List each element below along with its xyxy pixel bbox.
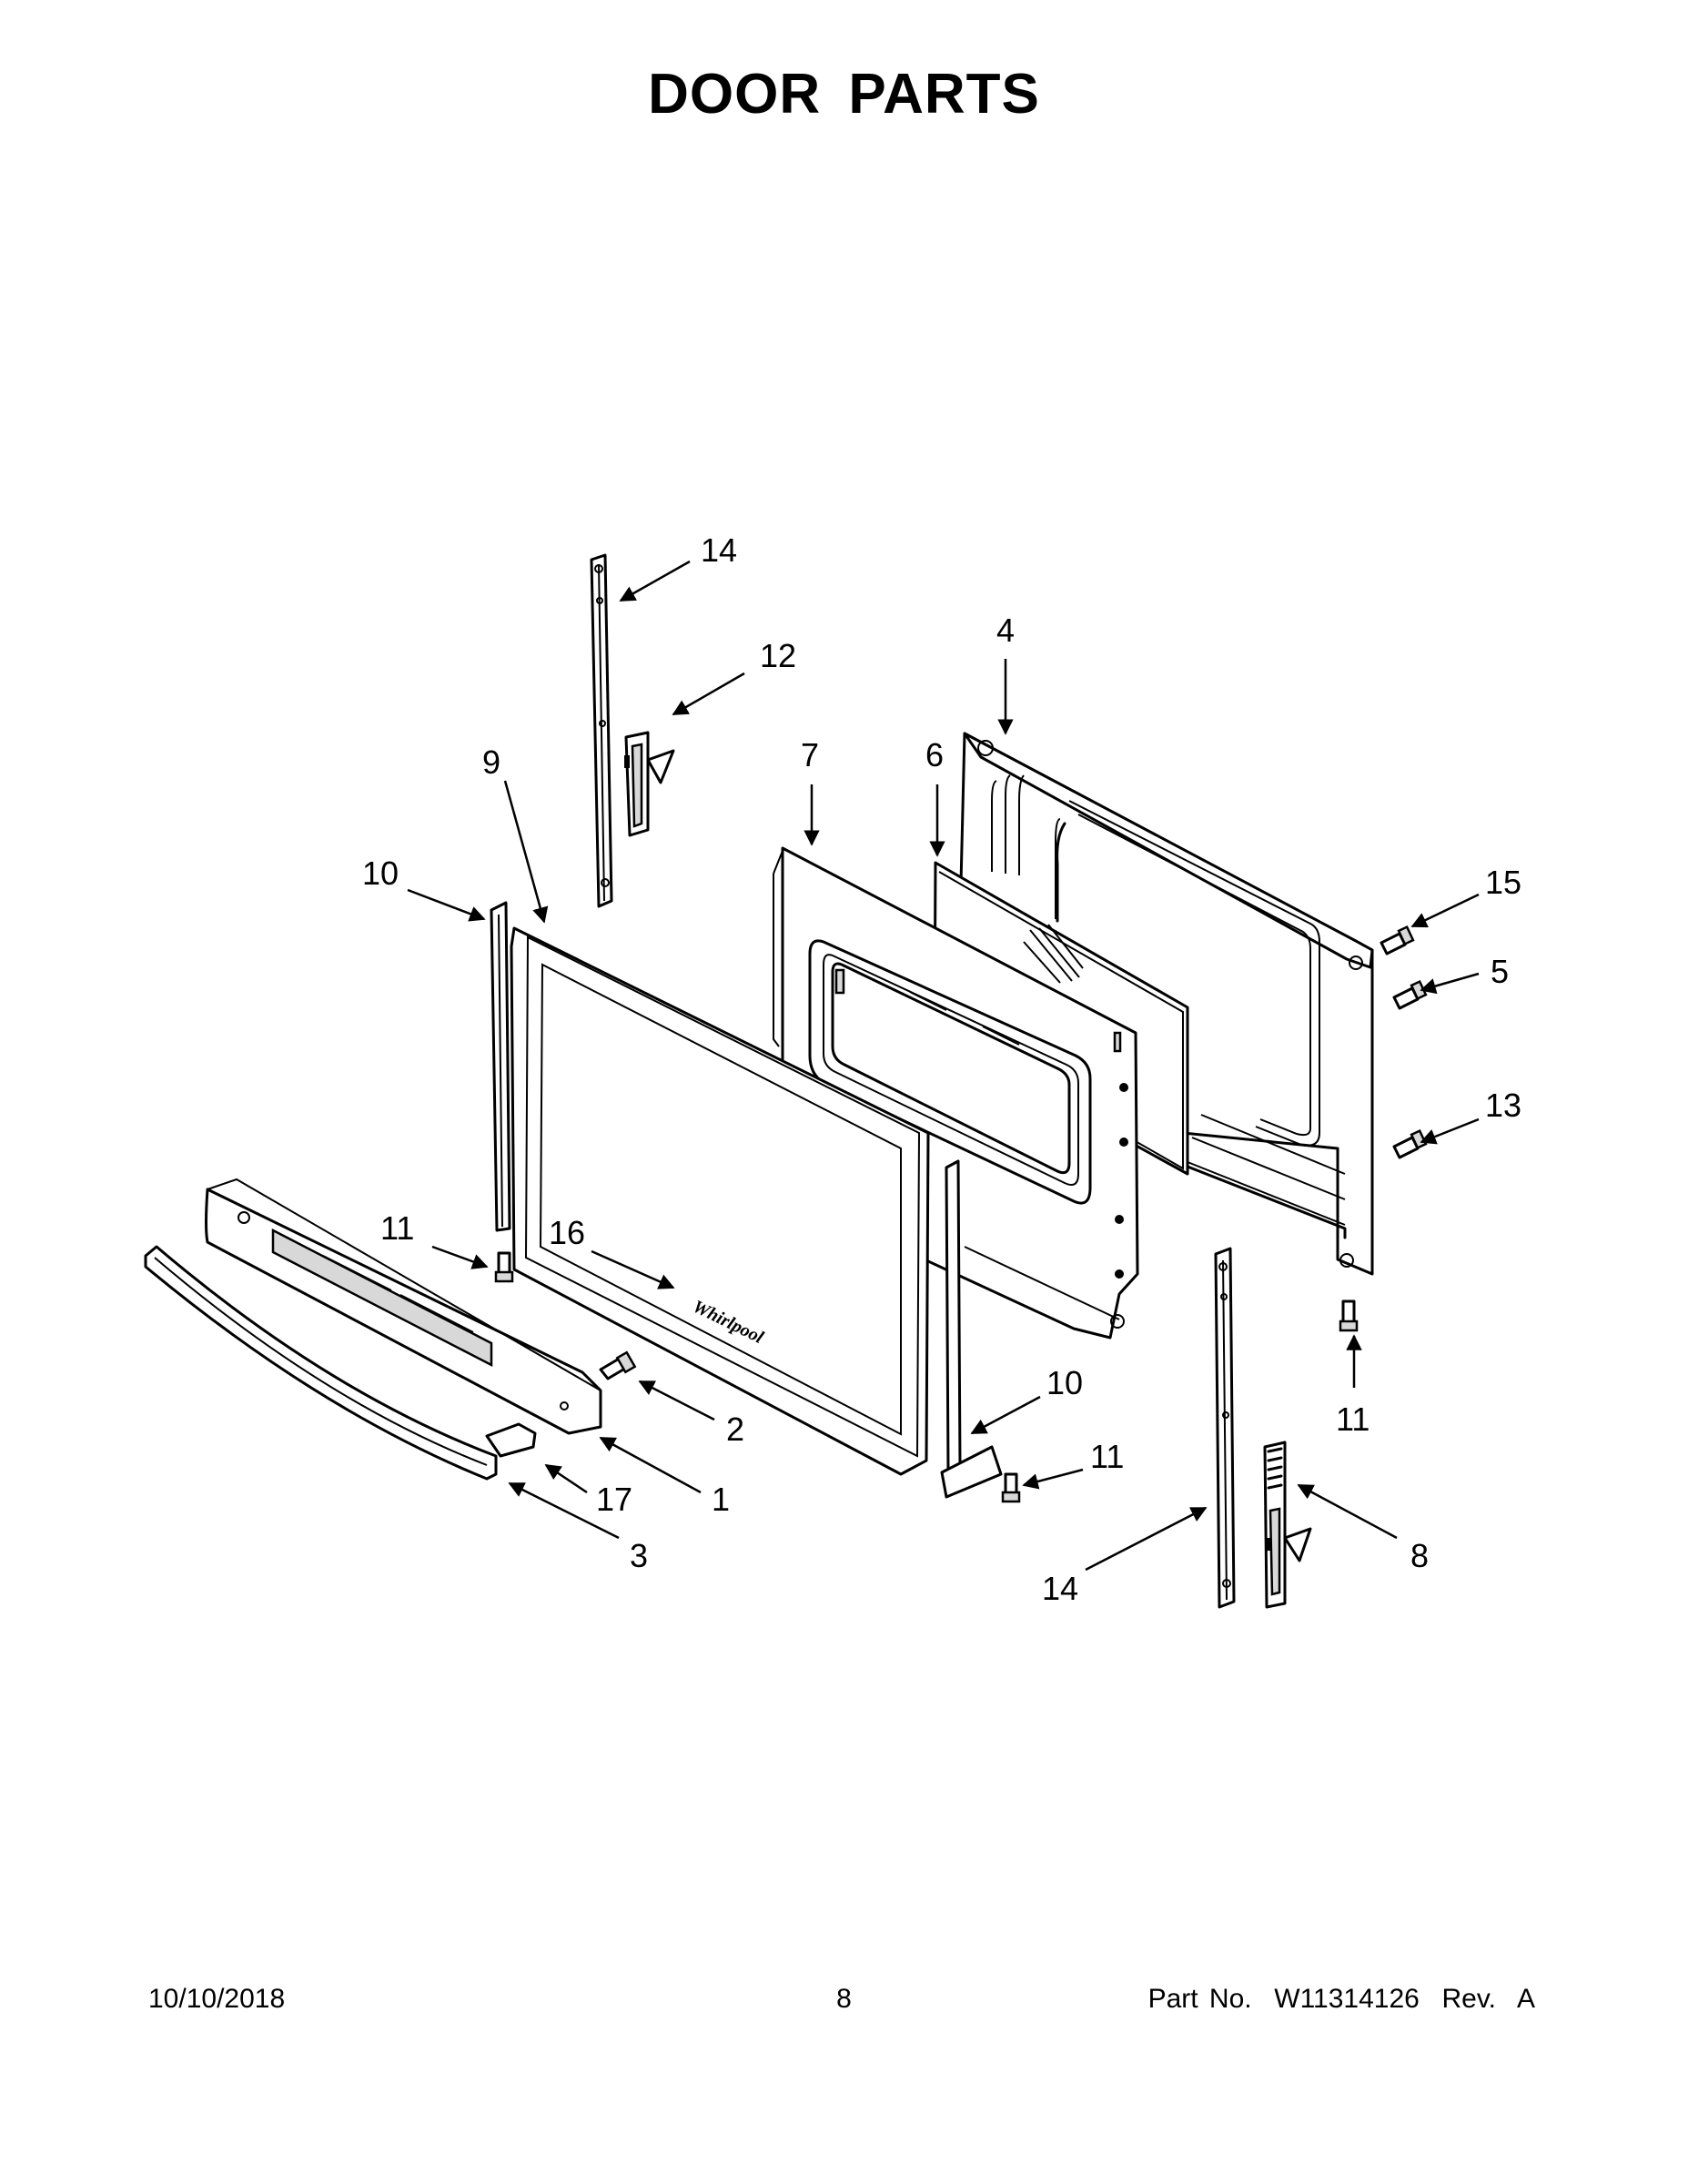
label-15: 15 bbox=[1485, 864, 1521, 901]
part-14-upper-hinge-channel bbox=[590, 553, 613, 908]
footer-part-number: Part No. W11314126 Rev. A bbox=[1147, 1984, 1535, 2014]
part-1-control-panel bbox=[205, 1178, 602, 1435]
part-12-hinge bbox=[624, 731, 675, 837]
part-15-screw bbox=[1380, 925, 1415, 956]
label-3: 3 bbox=[630, 1537, 648, 1574]
label-8: 8 bbox=[1410, 1537, 1429, 1574]
label-10-right: 10 bbox=[1046, 1364, 1083, 1401]
label-7: 7 bbox=[801, 736, 819, 774]
label-11-left: 11 bbox=[380, 1209, 414, 1247]
part-5-screw bbox=[1392, 979, 1428, 1010]
label-9: 9 bbox=[482, 743, 500, 781]
label-16: 16 bbox=[549, 1214, 585, 1251]
part-10-left-side-trim bbox=[490, 901, 511, 1232]
part-11-screw-right bbox=[1339, 1299, 1359, 1332]
part-9-outer-front-panel: Whirlpool bbox=[510, 926, 930, 1476]
page-title: DOOR PARTS bbox=[648, 63, 1040, 126]
footer-date: 10/10/2018 bbox=[148, 1984, 286, 2014]
part-13-screw bbox=[1392, 1128, 1428, 1159]
label-1: 1 bbox=[712, 1481, 730, 1518]
part-17-handle-end-cap bbox=[485, 1422, 537, 1458]
footer-page-number: 8 bbox=[836, 1984, 852, 2014]
label-14-upper: 14 bbox=[701, 531, 737, 569]
label-12: 12 bbox=[760, 637, 796, 674]
part-11-screw-center bbox=[1001, 1472, 1021, 1503]
label-17: 17 bbox=[596, 1481, 632, 1518]
part-11-screw-left bbox=[494, 1251, 514, 1283]
part-8-hinge bbox=[1263, 1441, 1312, 1609]
part-2-screw bbox=[599, 1350, 637, 1380]
part-14-lower-hinge-channel bbox=[1214, 1247, 1236, 1609]
label-11-right: 11 bbox=[1336, 1400, 1370, 1438]
label-6: 6 bbox=[925, 736, 944, 774]
label-13: 13 bbox=[1485, 1087, 1521, 1124]
leader-lines bbox=[407, 560, 1480, 1572]
label-10-left: 10 bbox=[362, 854, 399, 892]
label-5: 5 bbox=[1491, 953, 1509, 990]
part-3-door-handle bbox=[144, 1245, 498, 1481]
label-2: 2 bbox=[726, 1410, 744, 1448]
part-10-right-side-trim bbox=[940, 1159, 1003, 1499]
label-14-lower: 14 bbox=[1042, 1570, 1078, 1607]
label-11-center: 11 bbox=[1090, 1438, 1124, 1475]
label-4: 4 bbox=[996, 612, 1015, 649]
